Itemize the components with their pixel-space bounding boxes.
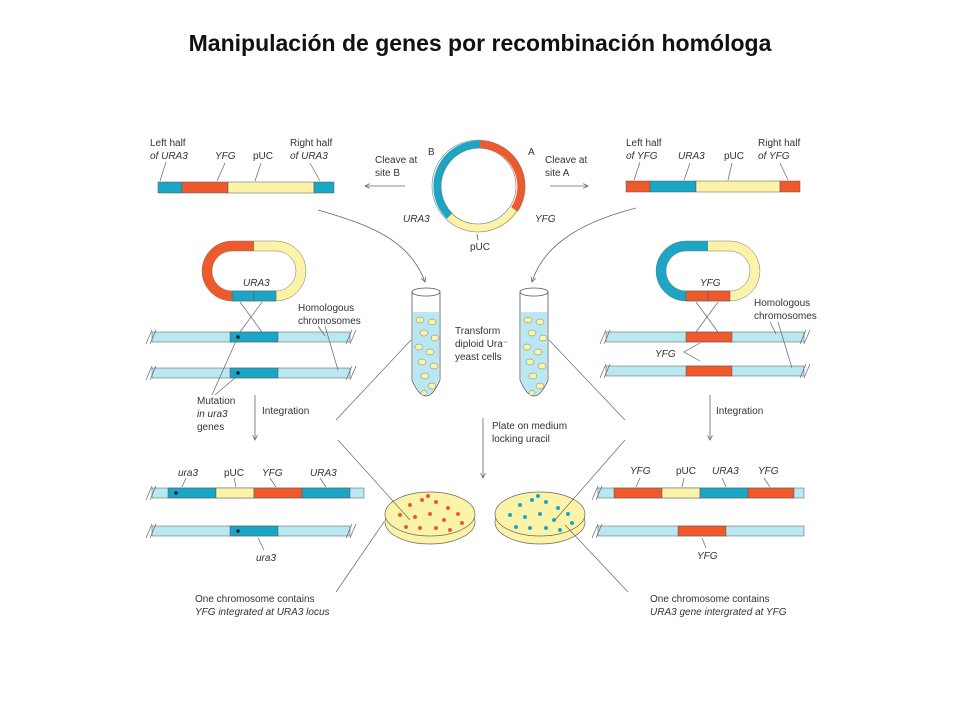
- left-caption-line1: One chromosome contains: [195, 594, 315, 605]
- left-bottom-yfg: YFG: [262, 468, 283, 479]
- plasmid-yellow-arc: [446, 207, 518, 233]
- left-loop: URA3: [201, 240, 307, 302]
- left-chromosomes: [145, 301, 357, 381]
- curve-arrow-left: [317, 209, 425, 282]
- transform-line3: yeast cells: [455, 352, 502, 363]
- transform-line2: diploid Ura⁻: [455, 339, 508, 350]
- left-yfg-label: YFG: [215, 151, 236, 162]
- plasmid: B A URA3 YFG pUC Cleave at site B Cleave…: [365, 139, 588, 253]
- right-homologous-line2: chromosomes: [754, 311, 817, 322]
- left-homologous-line1: Homologous: [298, 303, 354, 314]
- right-bottom-yfg-lower: YFG: [697, 551, 718, 562]
- right-bottom-yfg2: YFG: [758, 466, 779, 477]
- cleave-b-line1: Cleave at: [375, 155, 417, 166]
- right-half-ura3-line2: of URA3: [290, 151, 328, 162]
- right-result-chromosomes: [591, 477, 805, 549]
- left-half-yfg-line1: Left half: [626, 138, 662, 149]
- right-bottom-puc: pUC: [676, 466, 696, 477]
- plasmid-label-yfg: YFG: [535, 214, 556, 225]
- right-loop: YFG: [655, 240, 761, 302]
- plasmid-label-b: B: [428, 147, 435, 158]
- tube-right: [519, 287, 549, 397]
- left-result-chromosomes: [145, 477, 365, 551]
- right-homologous-line1: Homologous: [754, 298, 810, 309]
- plate-line2: locking uracil: [492, 434, 550, 445]
- cleave-b-line2: site B: [375, 168, 400, 179]
- mutation-line3: genes: [197, 422, 224, 433]
- plasmid-label-puc: pUC: [470, 242, 490, 253]
- left-half-yfg-line2: of YFG: [626, 151, 658, 162]
- left-homologous-line2: chromosomes: [298, 316, 361, 327]
- right-chromosomes: [599, 301, 811, 379]
- mutation-line2: in ura3: [197, 409, 228, 420]
- left-half-ura3-line2: of URA3: [150, 151, 188, 162]
- left-caption-line2: YFG integrated at URA3 locus: [195, 607, 330, 618]
- right-bottom-yfg1: YFG: [630, 466, 651, 477]
- right-caption-line2: URA3 gene intergrated at YFG: [650, 607, 787, 618]
- left-integration-label: Integration: [262, 406, 309, 417]
- right-bottom-ura3: URA3: [712, 466, 739, 477]
- left-puc-label: pUC: [253, 151, 273, 162]
- right-integration-label: Integration: [716, 406, 763, 417]
- right-puc-label: pUC: [724, 151, 744, 162]
- right-mid-yfg-label: YFG: [655, 349, 676, 360]
- mutation-line1: Mutation: [197, 396, 235, 407]
- page-title: Manipulación de genes por recombinación …: [188, 30, 772, 56]
- tube-left: [411, 287, 441, 397]
- cleave-a-line1: Cleave at: [545, 155, 587, 166]
- left-bottom-ura3-lower: ura3: [256, 553, 276, 564]
- left-bottom-ura3: ura3: [178, 468, 198, 479]
- plasmid-label-ura3: URA3: [403, 214, 430, 225]
- left-linear-dna: Left half of URA3 YFG pUC Right half of …: [150, 138, 335, 194]
- petri-dish-left: [384, 491, 476, 545]
- cleave-a-line2: site A: [545, 168, 570, 179]
- left-bottom-ura3-caps: URA3: [310, 468, 337, 479]
- right-half-yfg-line1: Right half: [758, 138, 800, 149]
- right-half-ura3-line1: Right half: [290, 138, 332, 149]
- left-half-ura3-line1: Left half: [150, 138, 186, 149]
- plate-line1: Plate on medium: [492, 421, 567, 432]
- plasmid-label-a: A: [528, 147, 535, 158]
- right-half-yfg-line2: of YFG: [758, 151, 790, 162]
- left-bottom-puc: pUC: [224, 468, 244, 479]
- left-loop-label: URA3: [243, 278, 270, 289]
- plasmid-cyan-arc: [433, 140, 481, 219]
- plasmid-orange-arc: [479, 140, 526, 212]
- petri-dish-right: [494, 491, 586, 545]
- right-ura3-label: URA3: [678, 151, 705, 162]
- transform-line1: Transform: [455, 326, 500, 337]
- right-linear-dna: Left half of YFG URA3 pUC Right half of …: [625, 138, 800, 193]
- right-caption-line1: One chromosome contains: [650, 594, 770, 605]
- curve-arrow-right: [532, 207, 637, 282]
- right-loop-label: YFG: [700, 278, 721, 289]
